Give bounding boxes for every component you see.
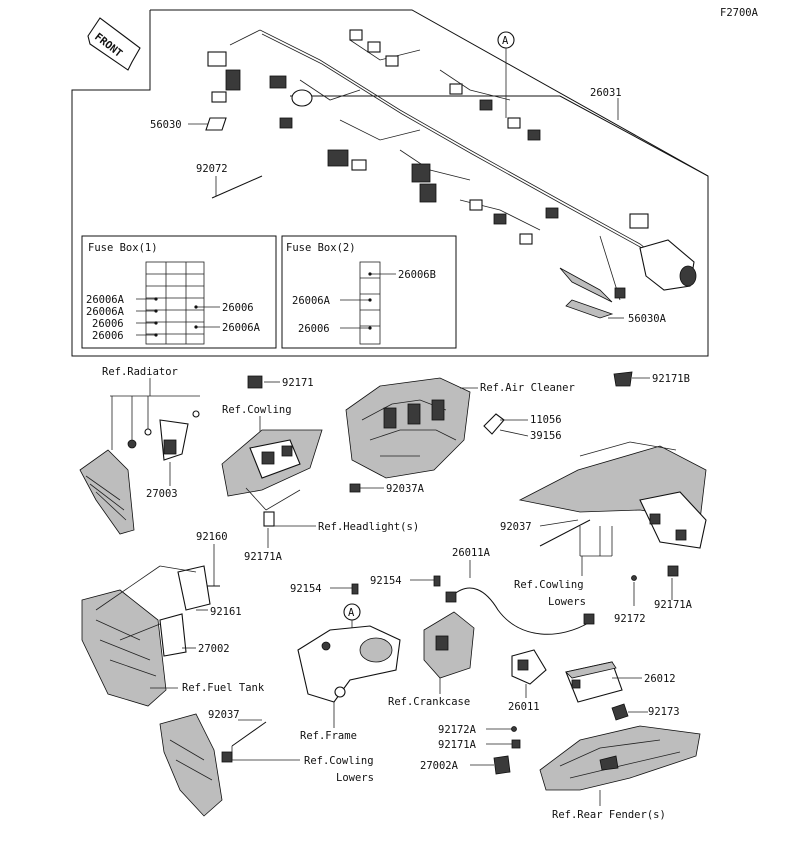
svg-text:92037: 92037 [208, 709, 240, 721]
svg-text:Ref.Radiator: Ref.Radiator [102, 366, 178, 378]
svg-text:26006: 26006 [298, 323, 330, 335]
part-92171: 92171 [247, 375, 314, 389]
fuel-tank-group: 92160 92161 27002 Ref.Fuel Tank [81, 531, 265, 707]
svg-text:92037A: 92037A [386, 483, 425, 495]
svg-text:Ref.Frame: Ref.Frame [300, 730, 357, 742]
cowling-lowers-right-group: 92037 Ref.Cowling Lowers 92172 92171A [500, 441, 707, 625]
part-92171B: 92171B [613, 371, 690, 387]
svg-text:56030A: 56030A [628, 313, 667, 325]
fuse-box-1-title: Fuse Box(1) [88, 242, 158, 254]
svg-text:92160: 92160 [196, 531, 228, 543]
svg-text:92172: 92172 [614, 613, 646, 625]
wiring-harness [207, 29, 697, 301]
svg-text:26006A: 26006A [86, 306, 125, 318]
svg-text:Ref.Air Cleaner: Ref.Air Cleaner [480, 382, 575, 394]
callout-a-bottom: A [348, 607, 355, 619]
part-92072: 92072 [196, 163, 263, 199]
fuse-box-2-title: Fuse Box(2) [286, 242, 356, 254]
rear-fender-group: 92173 92172A 92171A 27002A Ref.Rear Fend… [420, 703, 701, 821]
svg-text:92171A: 92171A [244, 551, 283, 563]
svg-text:92171: 92171 [282, 377, 314, 389]
svg-text:26006: 26006 [92, 330, 124, 342]
svg-text:26031: 26031 [590, 87, 622, 99]
svg-text:27002A: 27002A [420, 760, 459, 772]
svg-text:92171A: 92171A [438, 739, 477, 751]
cowling-group: Ref.Cowling Ref.Headlight(s) 92171A [221, 404, 419, 563]
svg-text:92154: 92154 [370, 575, 402, 587]
svg-text:92172A: 92172A [438, 724, 477, 736]
svg-text:A: A [502, 35, 509, 47]
svg-text:92154: 92154 [290, 583, 322, 595]
crankcase-group: 26011A Ref.Crankcase 26011 26012 [388, 547, 676, 713]
svg-text:26006B: 26006B [398, 269, 436, 281]
svg-text:26006: 26006 [92, 318, 124, 330]
svg-text:27003: 27003 [146, 488, 178, 500]
figure-code: F2700A [720, 7, 759, 19]
part-56030A: 56030A [559, 267, 667, 325]
svg-text:26006A: 26006A [86, 294, 125, 306]
svg-text:26006: 26006 [222, 302, 254, 314]
svg-text:26006A: 26006A [292, 295, 331, 307]
svg-text:26012: 26012 [644, 673, 676, 685]
svg-text:26011A: 26011A [452, 547, 491, 559]
svg-text:Ref.Headlight(s): Ref.Headlight(s) [318, 521, 419, 533]
svg-text:Lowers: Lowers [548, 596, 586, 608]
harness-frame [71, 9, 709, 357]
fuse-box-2: Fuse Box(2) 26006B 26006A 26006 [281, 235, 457, 349]
radiator-group: Ref.Radiator 27003 [79, 366, 200, 535]
svg-text:Ref.Cowling: Ref.Cowling [514, 579, 584, 591]
frame-group: 92154 92154 A Ref.Frame [290, 575, 441, 742]
svg-text:26011: 26011 [508, 701, 540, 713]
svg-text:92072: 92072 [196, 163, 228, 175]
svg-text:92161: 92161 [210, 606, 242, 618]
front-arrow-icon: FRONT [87, 17, 141, 71]
svg-text:27002: 27002 [198, 643, 230, 655]
svg-text:Ref.Fuel Tank: Ref.Fuel Tank [182, 682, 265, 694]
fuse-box-1: Fuse Box(1) 26006A 26006A 26006 26006 26… [81, 235, 277, 349]
svg-text:92173: 92173 [648, 706, 680, 718]
svg-text:Ref.Crankcase: Ref.Crankcase [388, 696, 470, 708]
svg-text:92171A: 92171A [654, 599, 693, 611]
svg-text:Ref.Cowling: Ref.Cowling [222, 404, 292, 416]
svg-text:56030: 56030 [150, 119, 182, 131]
fuse-box-2-grid [359, 261, 381, 345]
part-56030: 56030 [150, 117, 227, 131]
svg-text:92171B: 92171B [652, 373, 690, 385]
svg-text:26006A: 26006A [222, 322, 261, 334]
svg-text:39156: 39156 [530, 430, 562, 442]
svg-text:11056: 11056 [530, 414, 562, 426]
fuse-box-1-grid [145, 261, 205, 345]
svg-text:Lowers: Lowers [336, 772, 374, 784]
svg-text:92037: 92037 [500, 521, 532, 533]
svg-text:Ref.Cowling: Ref.Cowling [304, 755, 374, 767]
part-26031: 26031 [590, 87, 622, 120]
svg-text:Ref.Rear Fender(s): Ref.Rear Fender(s) [552, 809, 666, 821]
cowling-lowers-left-group: 92037 Ref.Cowling Lowers [159, 709, 374, 817]
air-cleaner-group: Ref.Air Cleaner 11056 39156 92037A [345, 377, 575, 495]
callout-a-top: A [497, 31, 515, 118]
